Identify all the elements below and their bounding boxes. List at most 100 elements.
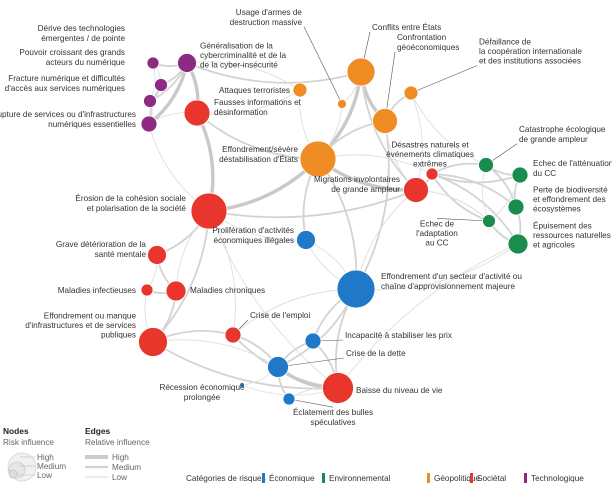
node-tech-fracture[interactable] — [143, 94, 157, 108]
node-label-line: géoéconomiques — [397, 43, 459, 52]
node-label-line: Fracture numérique et difficultés — [8, 74, 125, 83]
node-env-echec-adapt[interactable] — [482, 214, 496, 228]
node-soc-niveau-vie[interactable] — [322, 372, 354, 404]
node-label-line: extrêmes — [413, 160, 447, 169]
node-tech-rupture[interactable] — [140, 115, 158, 133]
category-swatch-societal — [470, 473, 473, 483]
node-label-line: écosystèmes — [533, 205, 581, 214]
node-label-line: Confrontation — [397, 33, 447, 42]
node-geo-defaillance[interactable] — [403, 85, 419, 101]
edge-soc-migrations-soc-erosion — [208, 189, 417, 219]
node-label-line: Echec de — [420, 219, 455, 228]
node-soc-migrations[interactable] — [403, 177, 429, 203]
node-label-line: Echec de l'atténuation — [533, 159, 612, 168]
node-eco-recession[interactable] — [239, 382, 245, 388]
category-swatch-geopolitical — [427, 473, 430, 483]
node-env-echec-att[interactable] — [511, 166, 529, 184]
edge-geo-conflits-soc-migrations — [360, 71, 417, 191]
node-label-line: et des institutions associées — [479, 57, 581, 66]
node-soc-crise-emploi[interactable] — [224, 326, 242, 344]
node-geo-effondrement-etats[interactable] — [299, 140, 337, 178]
node-label-line: Prolifération d'activités — [212, 226, 294, 235]
node-eco-dette[interactable] — [267, 356, 289, 378]
node-eco-prix[interactable] — [304, 332, 322, 350]
category-label-environmental: Environnemental — [329, 474, 391, 483]
node-label-geo-conflits: Conflits entre États — [372, 22, 441, 32]
node-label-line: Perte de biodiversité — [533, 185, 608, 194]
leader-line-eco-dette — [277, 357, 345, 368]
node-label-line: cybercriminalité et de la — [200, 51, 286, 60]
node-label-line: Maladies infectieuses — [58, 286, 136, 295]
node-label-line: Éclatement des bulles — [293, 407, 373, 417]
node-soc-desastres[interactable] — [425, 167, 439, 181]
node-soc-infrastructures[interactable] — [138, 327, 168, 357]
node-label-line: santé mentale — [95, 250, 147, 259]
node-eco-bulles[interactable] — [282, 392, 296, 406]
node-label-line: Effondrement d'un secteur d'activité ou — [381, 272, 522, 281]
edge-tech-cyber-geo-conflits — [186, 62, 362, 84]
node-label-line: et polarisation de la société — [87, 204, 187, 213]
node-label-line: Maladies chroniques — [190, 286, 265, 295]
category-label-technological: Technologique — [531, 474, 584, 483]
node-tech-derive[interactable] — [146, 56, 160, 70]
legend-edges-title: Edges — [85, 426, 110, 436]
category-swatch-economic — [262, 473, 265, 483]
node-label-line: Récession économique — [159, 383, 245, 392]
leader-line-geo-defaillance — [410, 65, 478, 94]
legend-edge-high-label: High — [112, 453, 129, 462]
node-label-line: déstabilisation d'États — [219, 154, 298, 164]
node-geo-attaques[interactable] — [292, 82, 308, 98]
node-label-line: Migrations involontaires — [314, 175, 400, 184]
leader-line-env-echec-adapt — [436, 218, 490, 222]
node-label-line: prolongée — [184, 393, 221, 402]
leader-line-geo-usage — [303, 26, 343, 105]
node-env-epuisement[interactable] — [507, 233, 529, 255]
node-label-line: et agricoles — [533, 241, 575, 250]
node-geo-usage[interactable] — [337, 99, 347, 109]
node-label-line: Incapacité à stabiliser les prix — [345, 331, 452, 340]
category-swatch-environmental — [322, 473, 325, 483]
node-label-line: désinformation — [214, 108, 268, 117]
node-env-catastrophe[interactable] — [478, 157, 494, 173]
edge-soc-erosion-soc-infrastructures — [152, 210, 210, 343]
node-label-line: l'adaptation — [416, 229, 458, 238]
edge-geo-confrontation-eco-effondrement-secteur — [355, 120, 390, 290]
nodes-layer — [138, 53, 529, 406]
node-label-line: Défaillance de — [479, 37, 531, 46]
legend-edge-low-label: Low — [112, 473, 127, 482]
node-label-eco-prix: Incapacité à stabiliser les prix — [345, 331, 452, 340]
legend: Nodes Risk influence High Medium Low Edg… — [3, 426, 584, 483]
node-env-biodiv[interactable] — [507, 198, 525, 216]
node-soc-fausses[interactable] — [183, 99, 211, 127]
node-label-line: Pouvoir croissant des grands — [19, 48, 125, 57]
legend-categories-title: Catégories de risques — [186, 474, 266, 483]
node-tech-cyber[interactable] — [177, 53, 197, 73]
node-soc-sante[interactable] — [147, 245, 167, 265]
node-label-line: du CC — [533, 169, 556, 178]
node-label-tech-rupture: Rupture de services ou d'infrastructures… — [0, 110, 136, 129]
legend-edges-subtitle: Relative influence — [85, 438, 150, 447]
node-eco-proliferation[interactable] — [296, 230, 316, 250]
node-geo-conflits[interactable] — [346, 57, 376, 87]
node-label-line: de grande ampleur — [331, 185, 400, 194]
node-geo-confrontation[interactable] — [372, 108, 398, 134]
node-soc-chroniques[interactable] — [165, 280, 187, 302]
node-label-line: émergentes / de pointe — [41, 34, 125, 43]
node-tech-pouvoir[interactable] — [154, 78, 168, 92]
node-soc-infectieuses[interactable] — [140, 283, 154, 297]
node-label-line: Crise de l'emploi — [250, 311, 310, 320]
node-eco-effondrement-secteur[interactable] — [336, 269, 376, 309]
node-soc-erosion[interactable] — [190, 192, 228, 230]
